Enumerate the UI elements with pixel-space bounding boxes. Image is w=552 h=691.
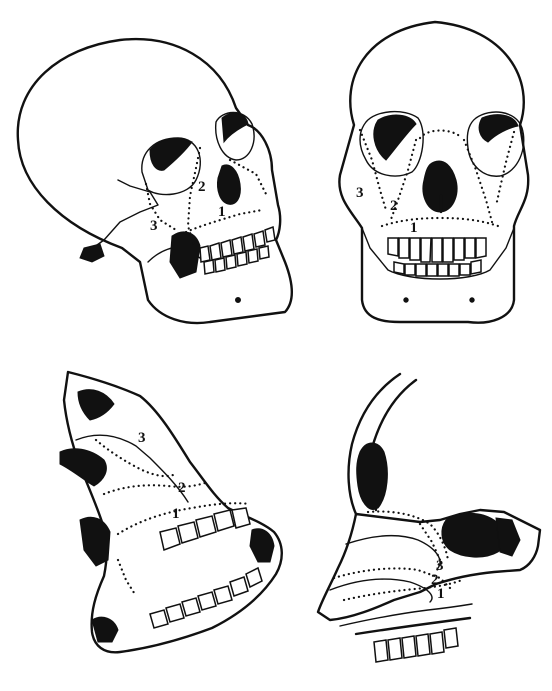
- label-2-oblique: 2: [198, 179, 206, 195]
- upper-teeth-frontal: [388, 238, 486, 262]
- maxilla-top-shadow: [78, 390, 114, 420]
- label-3-lateral: 3: [138, 430, 146, 446]
- label-1-frontal: 1: [410, 220, 418, 236]
- upper-teeth-sagittal: [374, 628, 458, 662]
- mental-foramen-mark: [236, 298, 241, 303]
- orbit-shadow-right: [222, 113, 248, 142]
- nasal-aperture: [217, 165, 240, 204]
- nasal-sagittal-view: 1 2 3: [318, 374, 540, 662]
- sphenoid-sinus: [442, 513, 504, 557]
- label-2-frontal: 2: [390, 198, 398, 214]
- fracture-line-2-lateral: [104, 482, 208, 494]
- skull-oblique-ear-mark: [80, 244, 104, 262]
- fracture-line-1-frontal: [382, 218, 498, 226]
- maxilla-hatched-shadow: [60, 449, 106, 486]
- skull-oblique-outline: [18, 39, 292, 323]
- maxilla-tip-shadow: [92, 617, 118, 642]
- nasal-turbinate-upper: [346, 536, 440, 568]
- fracture-line-2-oblique: [188, 148, 200, 246]
- molar-shadow: [250, 529, 274, 562]
- label-3-sagittal: 3: [436, 558, 444, 574]
- label-1-oblique: 1: [218, 204, 226, 220]
- maxilla-lower-shadow: [80, 517, 110, 566]
- label-1-lateral: 1: [172, 506, 180, 522]
- lower-teeth-lateral: [150, 568, 262, 628]
- frontal-sinus: [357, 443, 388, 509]
- label-1-sagittal: 1: [437, 586, 445, 602]
- maxilla-lateral-view: 1 2 3: [60, 372, 282, 652]
- label-3-oblique: 3: [150, 218, 158, 234]
- sphenoid-body-shadow: [496, 518, 520, 556]
- fracture-line-3-lateral: [96, 440, 176, 596]
- nasal-turbinate-lower: [330, 579, 432, 602]
- maxilla-shadow: [170, 232, 200, 278]
- label-3-frontal: 3: [356, 185, 364, 201]
- orbit-frontal-left-shadow: [374, 115, 416, 160]
- label-2-lateral: 2: [178, 480, 186, 496]
- palate-line: [340, 604, 472, 626]
- label-2-sagittal: 2: [431, 572, 439, 588]
- chin-mark-left: [404, 298, 408, 302]
- chin-mark-right: [470, 298, 474, 302]
- skull-frontal-view: 1 2 3: [339, 22, 528, 323]
- skull-oblique-view: 1 2 3: [18, 39, 292, 323]
